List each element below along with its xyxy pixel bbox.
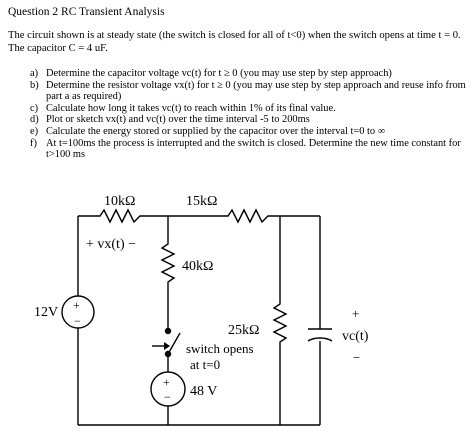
question-item-text: Determine the capacitor voltage vc(t) fo… bbox=[46, 68, 392, 79]
switch-label-2: at t=0 bbox=[190, 357, 220, 372]
source-48v-minus: − bbox=[164, 390, 171, 404]
source-12v-symbol bbox=[61, 295, 95, 329]
question-item-label: f) bbox=[30, 137, 37, 149]
switch-blade bbox=[167, 332, 181, 355]
question-title: Question 2 RC Transient Analysis bbox=[8, 6, 165, 18]
vc-plus: + bbox=[352, 306, 359, 321]
capacitor-bottom-plate bbox=[307, 337, 333, 342]
source-12v-plus: + bbox=[73, 298, 80, 312]
question-item-text: Calculate how long it takes vc(t) to rea… bbox=[46, 102, 336, 114]
question-item-f: f) At t=100ms the process is interrupted … bbox=[30, 138, 470, 161]
question-item-a: a) Determine the capacitor voltage vc(t) … bbox=[30, 68, 470, 80]
wire-25k-branch bbox=[272, 216, 288, 425]
question-item-c: c) Calculate how long it takes vc(t) to r… bbox=[30, 103, 470, 115]
question-item-label: e) bbox=[30, 125, 39, 137]
question-item-label: d) bbox=[30, 114, 39, 126]
source-12v-minus: − bbox=[74, 314, 81, 328]
question-item-text: Calculate the energy stored or supplied … bbox=[46, 125, 386, 137]
question-item-b: b) Determine the resistor voltage vx(t) f… bbox=[30, 80, 470, 103]
wire-top bbox=[78, 208, 320, 224]
source-48v-plus: + bbox=[163, 375, 170, 389]
r2-label: 15kΩ bbox=[186, 194, 217, 209]
vx-label: + vx(t) − bbox=[86, 237, 136, 252]
vc-label: vc(t) bbox=[342, 329, 369, 344]
question-item-d: d) Plot or sketch vx(t) and vc(t) over th… bbox=[30, 114, 470, 126]
switch-arrow-head bbox=[164, 342, 170, 350]
question-item-text: Plot or sketch vx(t) and vc(t) over the … bbox=[46, 114, 310, 126]
vc-minus: − bbox=[353, 350, 360, 365]
question-item-label: a) bbox=[30, 68, 39, 79]
question-item-label: b) bbox=[30, 79, 39, 91]
source-48v-label: 48 V bbox=[190, 384, 217, 399]
question-item-text: Determine the resistor voltage vx(t) for… bbox=[46, 79, 466, 103]
r3-label: 40kΩ bbox=[182, 259, 213, 274]
wire-middle-branch bbox=[160, 216, 176, 328]
question-item-label: c) bbox=[30, 102, 39, 114]
question-item-e: e) Calculate the energy stored or supplie… bbox=[30, 126, 470, 138]
source-48v-symbol bbox=[150, 371, 186, 407]
switch-label-1: switch opens bbox=[186, 341, 254, 356]
switch-contact-top bbox=[164, 327, 172, 335]
question-intro: The circuit shown is at steady state (th… bbox=[8, 30, 461, 54]
r4-label: 25kΩ bbox=[228, 323, 259, 338]
question-list: a) Determine the capacitor voltage vc(t) … bbox=[30, 68, 470, 161]
r1-label: 10kΩ bbox=[104, 194, 135, 209]
source-12v-label: 12V bbox=[34, 305, 58, 320]
question-item-text: At t=100ms the process is interrupted an… bbox=[46, 137, 461, 161]
